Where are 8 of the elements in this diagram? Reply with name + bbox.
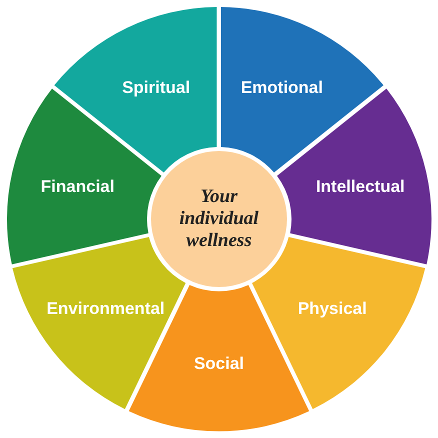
- segment-label: Spiritual: [122, 78, 190, 98]
- segment-label: Emotional: [240, 78, 323, 98]
- center-label: Your individual wellness: [178, 186, 260, 252]
- segment-label: Financial: [40, 176, 114, 197]
- segment-label: Social: [194, 354, 244, 374]
- segment-label: Physical: [298, 299, 367, 320]
- segment-label: Intellectual: [316, 176, 405, 197]
- segment-label: Environmental: [46, 299, 165, 320]
